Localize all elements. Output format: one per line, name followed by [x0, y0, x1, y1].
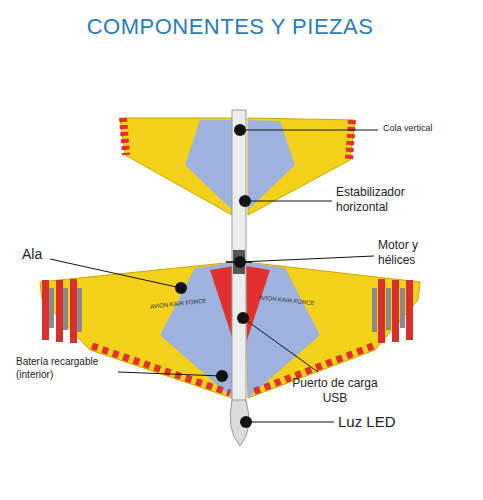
part-label: Luz LED: [338, 413, 428, 432]
title: COMPONENTES Y PIEZAS: [0, 14, 460, 40]
wing-tip-fins: [42, 279, 413, 343]
wing-stripe: [210, 266, 234, 340]
part-label: Ala: [22, 246, 62, 264]
tip-stripes: [123, 118, 126, 155]
wing-stripe: [160, 262, 235, 398]
fuselage: [232, 110, 246, 410]
tip-stripes: [349, 120, 352, 160]
part-label: Cola vertical: [383, 123, 478, 134]
part-label: Estabilizador horizontal: [336, 185, 431, 215]
part-label: Puerto de carga USB: [285, 376, 385, 406]
stabilizer-left: [120, 118, 232, 215]
stabilizer-stripe: [248, 120, 295, 210]
wing-left: [40, 262, 235, 398]
callout-dots: [175, 124, 252, 428]
part-label: Motor y hélices: [378, 238, 448, 268]
stabilizer-stripe: [185, 120, 232, 210]
edge-stripes: [92, 346, 230, 393]
part-label: Batería recargable (interior): [16, 356, 121, 381]
